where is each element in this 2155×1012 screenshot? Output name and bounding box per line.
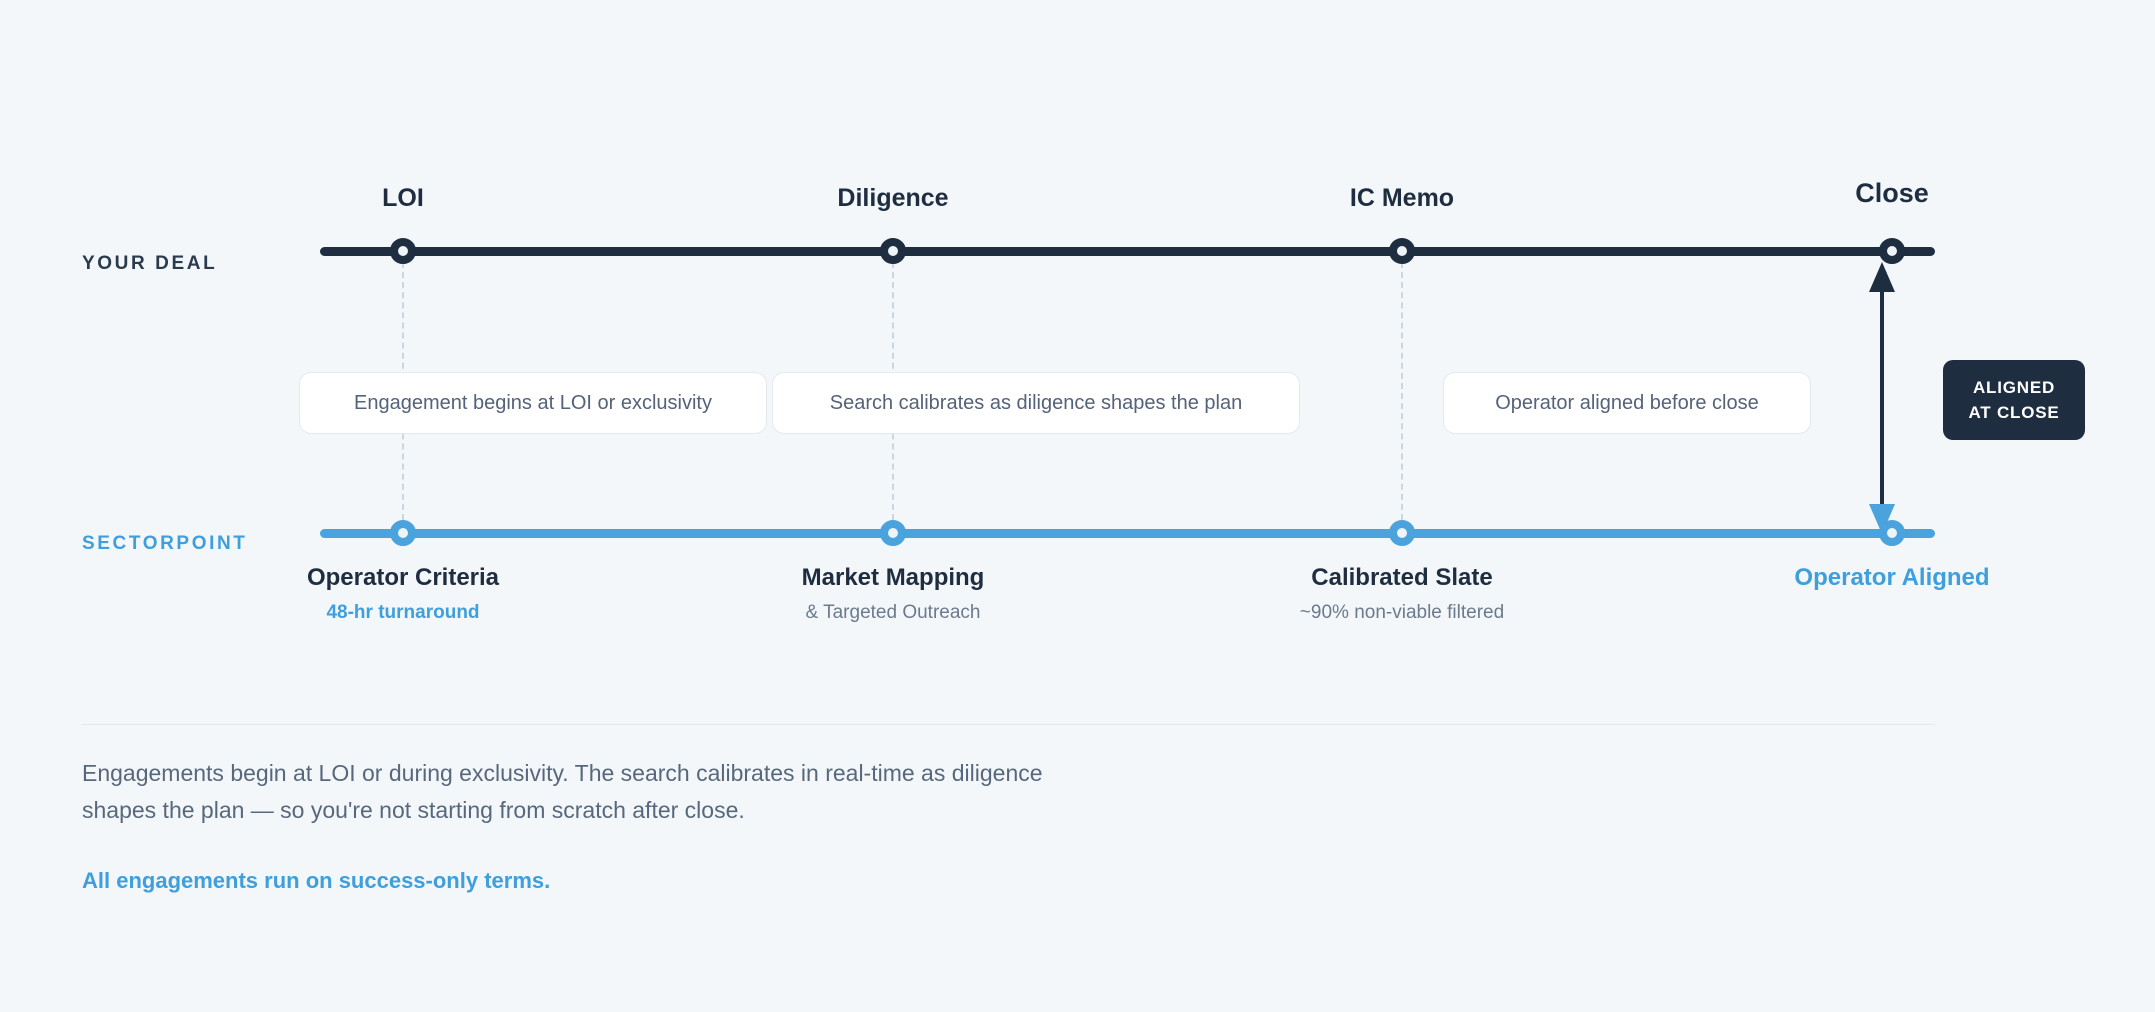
stage-note-pill-1: Search calibrates as diligence shapes th… bbox=[772, 372, 1300, 434]
tier-label-your-deal: YOUR DEAL bbox=[82, 253, 218, 274]
deal-milestone-label-2: IC Memo bbox=[1349, 184, 1455, 212]
deal-milestone-label-3: Close bbox=[1855, 178, 1929, 208]
badge-line-2: AT CLOSE bbox=[1968, 403, 2060, 422]
connector-dashed-2 bbox=[1401, 262, 1403, 520]
sectorpoint-milestone-caption-0: Operator Criteria 48-hr turnaround bbox=[307, 563, 499, 625]
badge-line-1: ALIGNED bbox=[1972, 377, 2056, 397]
stage-note-pill-0: Engagement begins at LOI or exclusivity bbox=[299, 372, 767, 434]
sectorpoint-milestone-title-1: Market Mapping bbox=[801, 564, 985, 591]
deal-milestone-label-1: Diligence bbox=[837, 184, 949, 212]
footer-body-text: Engagements begin at LOI or during exclu… bbox=[82, 760, 1043, 824]
sectorpoint-milestone-subtitle-0: 48-hr turnaround bbox=[326, 602, 480, 623]
sectorpoint-milestone-title-2: Calibrated Slate bbox=[1311, 564, 1493, 591]
stage-note-pill-2: Operator aligned before close bbox=[1443, 372, 1811, 434]
alignment-bridge-arrow bbox=[1862, 262, 1902, 534]
sectorpoint-milestone-node-2[interactable] bbox=[1389, 520, 1415, 546]
deal-milestone-node-0[interactable] bbox=[390, 238, 416, 264]
arrowhead-down-icon bbox=[1869, 504, 1895, 534]
tier-label-sectorpoint: SECTORPOINT bbox=[82, 533, 248, 554]
deal-milestone-node-3[interactable] bbox=[1879, 238, 1905, 264]
section-divider bbox=[82, 724, 1935, 725]
sectorpoint-milestone-title-3: Operator Aligned bbox=[1794, 564, 1990, 591]
sectorpoint-milestone-subtitle-2: ~90% non-viable filtered bbox=[1299, 602, 1505, 623]
footer-note-text: All engagements run on success-only term… bbox=[82, 867, 551, 893]
deal-timeline-rail bbox=[320, 247, 1935, 256]
deal-milestone-node-1[interactable] bbox=[880, 238, 906, 264]
arrowhead-up-icon bbox=[1869, 262, 1895, 292]
sectorpoint-milestone-caption-1: Market Mapping & Targeted Outreach bbox=[802, 563, 985, 625]
sectorpoint-milestone-title-0: Operator Criteria bbox=[306, 564, 500, 591]
sectorpoint-milestone-caption-2: Calibrated Slate ~90% non-viable filtered bbox=[1300, 563, 1504, 625]
deal-milestone-node-2[interactable] bbox=[1389, 238, 1415, 264]
sectorpoint-timeline-rail bbox=[320, 529, 1935, 538]
sectorpoint-milestone-subtitle-1: & Targeted Outreach bbox=[805, 602, 981, 623]
footer-copy: Engagements begin at LOI or during exclu… bbox=[82, 755, 1182, 894]
deal-milestone-label-0: LOI bbox=[382, 184, 424, 212]
sectorpoint-milestone-node-1[interactable] bbox=[880, 520, 906, 546]
aligned-at-close-badge: ALIGNED AT CLOSE bbox=[1943, 360, 2085, 440]
sectorpoint-milestone-caption-3: Operator Aligned bbox=[1794, 563, 1989, 593]
sectorpoint-milestone-node-0[interactable] bbox=[390, 520, 416, 546]
